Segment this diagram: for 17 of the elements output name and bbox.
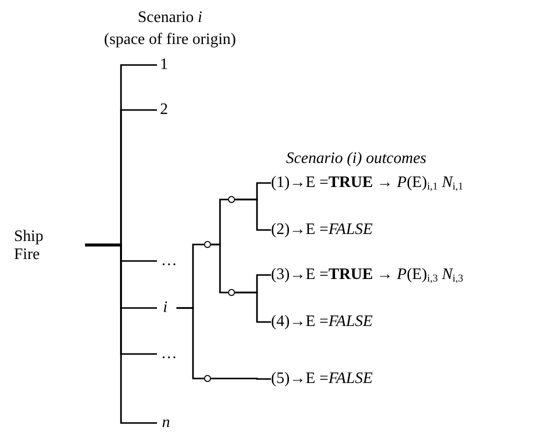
tree-branch-line <box>235 292 271 323</box>
junction-circle <box>204 375 211 382</box>
tree-branch-line <box>176 307 204 380</box>
outcome-label: (4)→E =FALSE <box>271 313 373 331</box>
outcome-label: (3)→E =TRUE → P(E)$_{i,3}$ N$_{i,3}$ <box>271 266 464 284</box>
column-heading: Scenario i <box>138 8 202 28</box>
tree-branch-line <box>235 198 271 231</box>
junction-circle <box>228 289 235 296</box>
tree-branch-line <box>211 378 271 380</box>
junction-circle <box>228 196 235 203</box>
tree-branch-line <box>211 244 228 294</box>
outcome-label: (2)→E =FALSE <box>271 221 373 239</box>
junction-circle <box>204 241 211 248</box>
column-heading: (space of fire origin) <box>104 30 236 50</box>
outcomes-heading: Scenario (i) outcomes <box>286 149 426 169</box>
outcome-label: (1)→E =TRUE → P(E)$_{i,1}$ N$_{i,1}$ <box>271 174 464 192</box>
outcome-label: (5)→E =FALSE <box>271 370 373 388</box>
